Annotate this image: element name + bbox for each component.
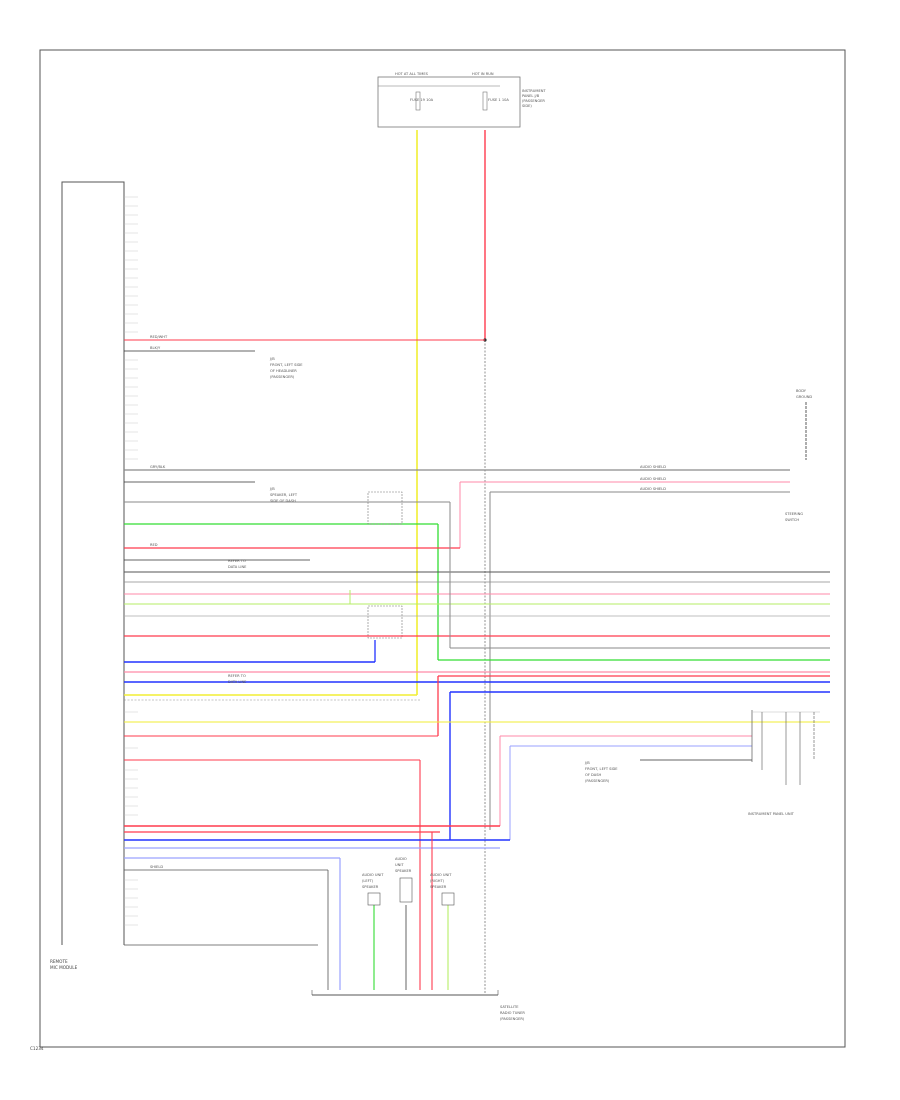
callout-4: REFER TO DATA LINE — [228, 674, 247, 684]
steering-switch-label: STEERING SWITCH — [785, 512, 803, 522]
satellite-tuner-connector: SATELLITE RADIO TUNER (PASSENGER) — [311, 990, 525, 1021]
callout-2-line-3: SIDE OF DASH — [270, 499, 296, 503]
speaker-box-right: AUDIO UNIT (RIGHT) SPEAKER — [430, 873, 455, 906]
shield-label-b: AUDIO SHIELD — [640, 477, 666, 481]
fuse-left-icon — [415, 91, 421, 111]
ground-line-1: BODY — [796, 389, 807, 393]
fuse-location-line-2: PANEL J/B — [522, 94, 540, 98]
fuse-block: HOT AT ALL TIMES HOT IN RUN FUSE 19 10A … — [377, 72, 546, 128]
speaker-center-line-2: UNIT — [395, 863, 404, 867]
callout-4-line-1: REFER TO — [228, 674, 246, 678]
ground-line-2: GROUND — [796, 395, 812, 399]
callout-3-line-2: DATA LINE — [228, 565, 247, 569]
shield-label-a: AUDIO SHIELD — [640, 465, 666, 469]
speaker-box-center: AUDIO UNIT SPEAKER — [395, 857, 413, 903]
instrument-unit-label: INSTRUMENT PANEL UNIT — [748, 812, 795, 816]
fuse-location-line-1: INSTRUMENT — [522, 89, 546, 93]
satellite-line-2: RADIO TUNER — [500, 1011, 525, 1015]
callout-3: REFER TO DATA LINE — [228, 559, 247, 569]
instrument-connector: INSTRUMENT PANEL UNIT — [748, 710, 820, 816]
left-module-line-1: REMOTE — [50, 959, 68, 964]
fuse-right-value: FUSE 1 10A — [488, 98, 509, 102]
wire-red-top-label: RED/WHT — [150, 335, 168, 339]
speaker-center-line-1: AUDIO — [395, 857, 407, 861]
diagram-frame — [39, 49, 846, 1048]
callout-1-line-1: J/B — [269, 357, 275, 361]
callout-5-line-1: J/B — [584, 761, 590, 765]
wire-black-label: BLK/Y — [150, 346, 161, 350]
speaker-center-line-3: SPEAKER — [395, 869, 412, 873]
callout-5-line-2: FRONT, LEFT SIDE — [585, 767, 618, 771]
fuse-location-line-4: SIDE) — [522, 104, 532, 108]
speaker-left-line-1: AUDIO UNIT — [362, 873, 384, 877]
callout-2: J/B SPEAKER, LEFT SIDE OF DASH — [269, 487, 298, 503]
fuse-left-value: FUSE 19 10A — [410, 98, 434, 102]
left-module-line-2: MIC MODULE — [50, 965, 78, 970]
speaker-right-line-1: AUDIO UNIT — [430, 873, 452, 877]
steering-line-2: SWITCH — [785, 518, 799, 522]
callout-2-line-2: SPEAKER, LEFT — [270, 493, 298, 497]
fuse-right-title: HOT IN RUN — [472, 72, 494, 76]
wire-red2-label: RED — [150, 543, 158, 547]
callout-5: J/B FRONT, LEFT SIDE OF DASH (PASSENGER) — [584, 761, 618, 783]
fuse-location-line-3: (PASSENGER — [522, 99, 545, 103]
steering-line-1: STEERING — [785, 512, 803, 516]
footer-code: C1234 — [30, 1046, 44, 1051]
switch-1 — [367, 491, 403, 525]
callout-3-line-1: REFER TO — [228, 559, 246, 563]
speaker-right-line-3: SPEAKER — [430, 885, 447, 889]
callout-1-line-4: (PASSENGER) — [270, 375, 295, 379]
callout-1-line-3: OF HEADLINER — [270, 369, 297, 373]
left-module-pins — [124, 196, 138, 926]
wire-gray-label: GRY/BLK — [150, 465, 166, 469]
shield-out-label: SHIELD — [150, 865, 163, 869]
callout-2-line-1: J/B — [269, 487, 275, 491]
fuse-right-icon — [482, 91, 488, 111]
callout-4-line-2: DATA LINE — [228, 680, 247, 684]
fuse-left-title: HOT AT ALL TIMES — [395, 72, 429, 76]
left-module: REMOTE MIC MODULE — [50, 181, 318, 970]
shield-label-c: AUDIO SHIELD — [640, 487, 666, 491]
callout-1-line-2: FRONT, LEFT SIDE — [270, 363, 303, 367]
callout-5-line-4: (PASSENGER) — [585, 779, 610, 783]
speaker-left-line-3: SPEAKER — [362, 885, 379, 889]
speaker-right-line-2: (RIGHT) — [430, 879, 445, 883]
satellite-line-1: SATELLITE — [500, 1005, 519, 1009]
body-ground: BODY GROUND — [796, 389, 812, 460]
callout-1: J/B FRONT, LEFT SIDE OF HEADLINER (PASSE… — [269, 357, 303, 379]
satellite-line-3: (PASSENGER) — [500, 1017, 525, 1021]
speaker-box-left: AUDIO UNIT (LEFT) SPEAKER — [362, 873, 384, 906]
speaker-left-line-2: (LEFT) — [362, 879, 374, 883]
callout-5-line-3: OF DASH — [585, 773, 601, 777]
switch-2 — [367, 605, 403, 639]
